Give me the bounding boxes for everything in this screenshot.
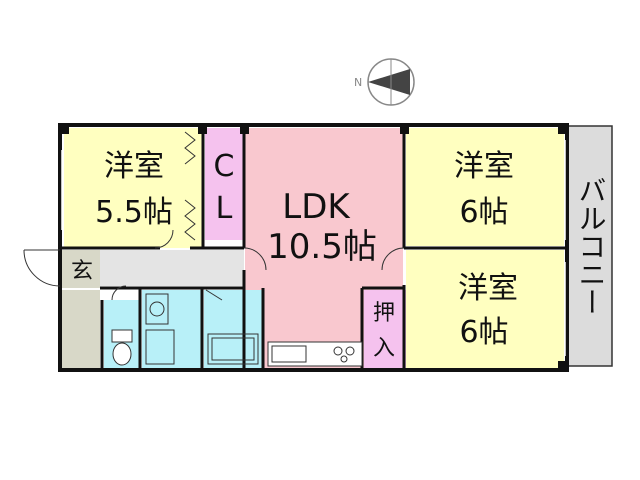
label-balcony: バルコニー xyxy=(575,176,608,316)
compass: N xyxy=(354,58,415,106)
closet-folding-door-2 xyxy=(184,199,196,241)
washbasin xyxy=(145,293,175,365)
entrance-door xyxy=(23,249,61,287)
label-oshiire-2: 入 xyxy=(373,336,395,361)
room-hallway xyxy=(100,250,244,286)
room-genkan xyxy=(62,250,100,288)
label-western-55-name: 洋室 xyxy=(104,149,164,184)
kitchen-counter xyxy=(267,341,363,367)
room-closet xyxy=(205,128,243,240)
label-western-6-bottom-size: 6帖 xyxy=(459,315,508,350)
room-washroom xyxy=(142,290,202,368)
room-shoe-storage xyxy=(62,290,100,368)
compass-north-label: N xyxy=(354,76,362,89)
bathtub xyxy=(207,333,259,365)
room-western-6-bottom xyxy=(406,250,564,368)
room-western-6-top xyxy=(406,128,564,246)
label-genkan: 玄 xyxy=(71,259,93,284)
label-western-6-bottom-name: 洋室 xyxy=(458,271,518,306)
room-western-55 xyxy=(64,128,202,248)
label-western-6-top-size: 6帖 xyxy=(459,195,508,230)
label-closet-l: L xyxy=(216,191,233,226)
label-western-6-top-name: 洋室 xyxy=(454,149,514,184)
label-closet-c: C xyxy=(214,149,235,184)
room-oshiire xyxy=(364,290,406,368)
toilet xyxy=(111,329,133,366)
compass-arrow-icon xyxy=(368,69,410,95)
label-western-55-size: 5.5帖 xyxy=(95,195,173,230)
walls xyxy=(58,123,569,372)
label-ldk-size: 10.5帖 xyxy=(267,227,377,267)
wall-posts xyxy=(60,125,567,370)
closet-folding-door xyxy=(184,131,196,165)
label-ldk-name: LDK xyxy=(282,187,351,227)
label-oshiire-1: 押 xyxy=(373,301,395,326)
room-bath xyxy=(204,290,262,368)
doors xyxy=(111,229,405,301)
